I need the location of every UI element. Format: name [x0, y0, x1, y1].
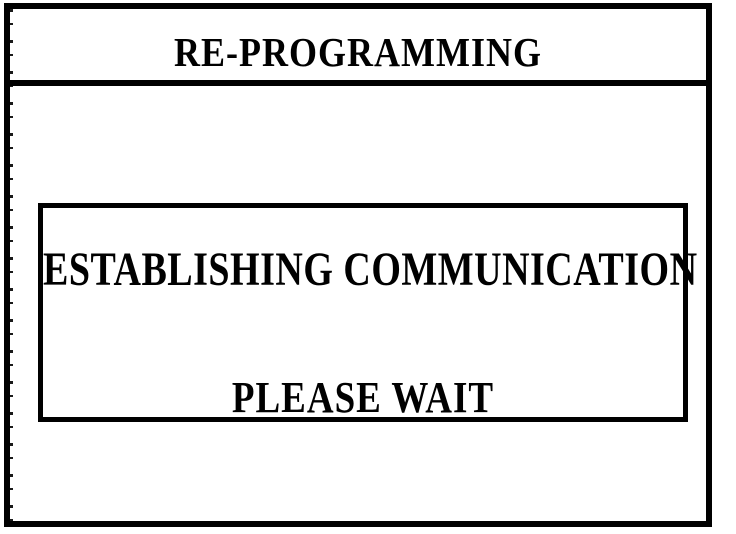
- content-area: ESTABLISHING COMMUNICATION PLEASE WAIT: [10, 86, 706, 521]
- status-message-secondary: PLEASE WAIT: [231, 373, 495, 423]
- status-message-dialog: ESTABLISHING COMMUNICATION PLEASE WAIT: [38, 203, 698, 423]
- reprogramming-screen: RE-PROGRAMMING ESTABLISHING COMMUNICATIO…: [4, 3, 712, 527]
- status-message-primary: ESTABLISHING COMMUNICATION: [43, 243, 698, 296]
- page-title: RE-PROGRAMMING: [174, 28, 542, 75]
- title-bar: RE-PROGRAMMING: [10, 9, 706, 86]
